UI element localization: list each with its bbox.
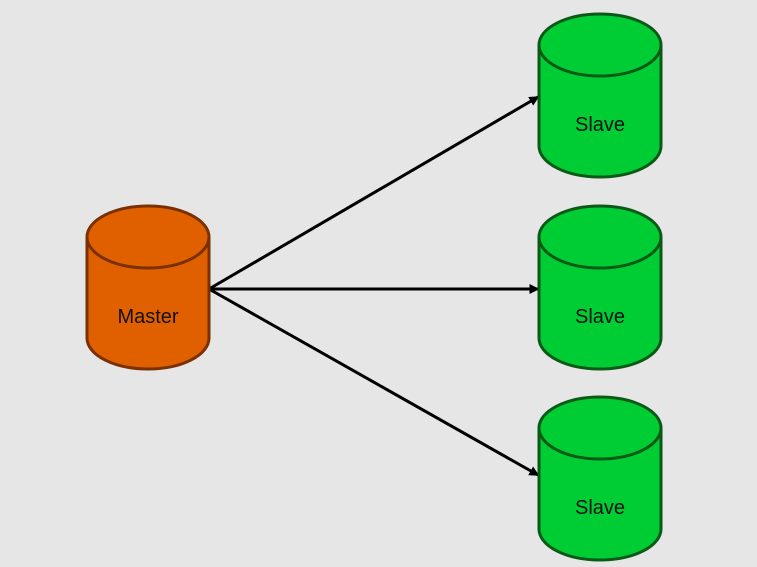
slave-database-node-2[interactable]: Slave — [537, 204, 663, 371]
slave-2-cylinder-top — [537, 204, 663, 270]
master-label: Master — [117, 306, 178, 328]
edge-master-to-slave-3 — [208, 287, 540, 477]
master-cylinder-body — [85, 237, 211, 371]
master-cylinder-top — [85, 204, 211, 270]
slave-2-cylinder-body — [537, 237, 663, 371]
slave-2-label: Slave — [575, 306, 625, 328]
slave-1-cylinder-top — [537, 12, 663, 78]
slave-1-cylinder-body — [537, 45, 663, 179]
slave-1-label: Slave — [575, 114, 625, 136]
slave-database-node-3[interactable]: Slave — [537, 395, 663, 562]
edges — [208, 95, 540, 477]
slave-database-node-1[interactable]: Slave — [537, 12, 663, 179]
edge-master-to-slave-1 — [208, 95, 540, 291]
slave-3-cylinder-body — [537, 428, 663, 562]
slave-3-label: Slave — [575, 497, 625, 519]
master-database-node[interactable]: Master — [85, 204, 211, 371]
slave-3-cylinder-top — [537, 395, 663, 461]
